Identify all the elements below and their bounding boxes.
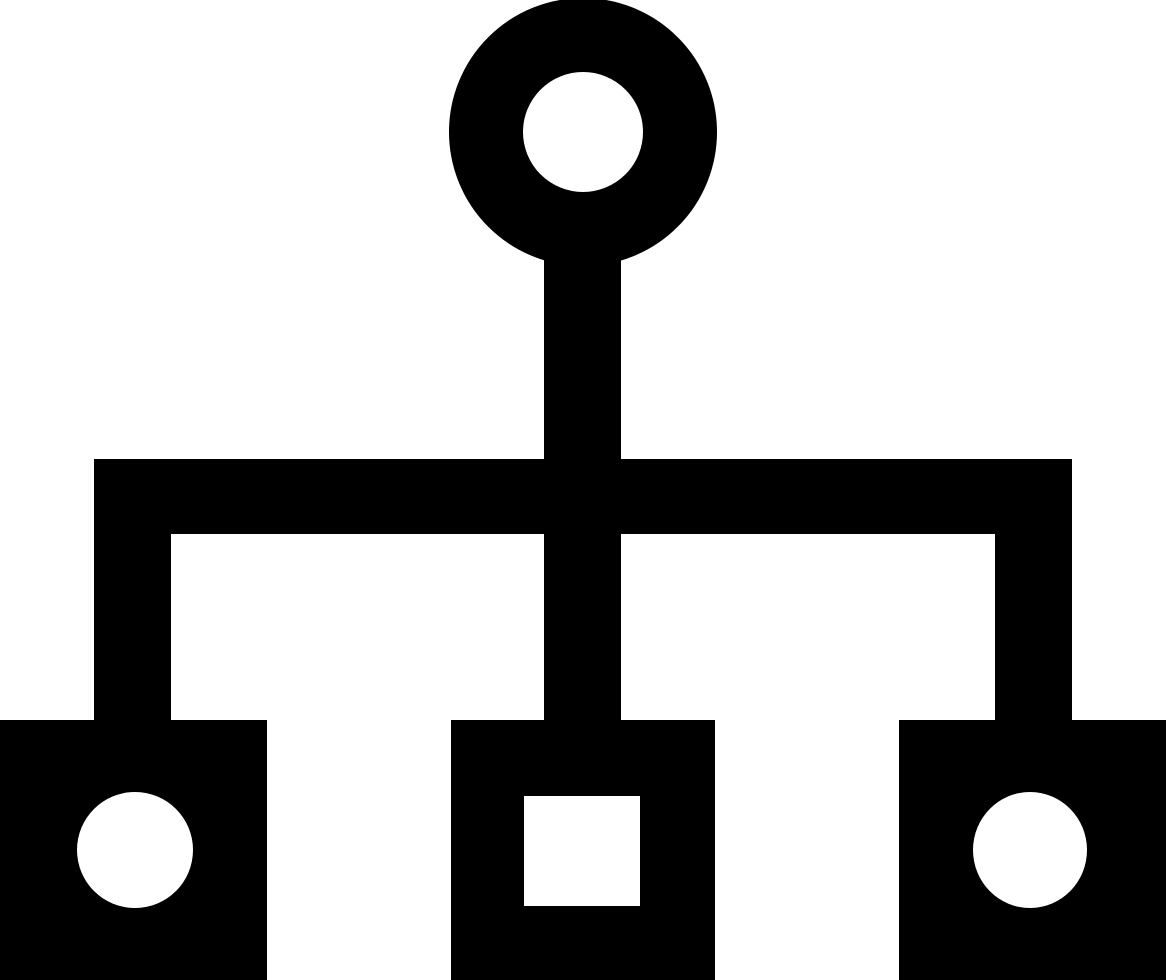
left-circle-node: [0, 720, 267, 980]
right-circle-node: [899, 720, 1166, 980]
root-circle-node: [449, 0, 717, 266]
left-drop-line: [94, 459, 171, 729]
connector-lines: [94, 225, 1072, 729]
center-square-node: [451, 720, 715, 980]
right-drop-line: [995, 459, 1072, 729]
center-drop-line: [544, 459, 621, 729]
